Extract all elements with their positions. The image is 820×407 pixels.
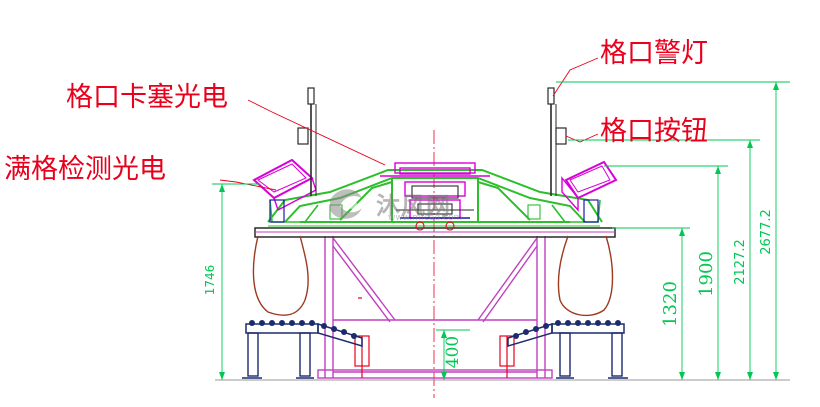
drive-mechanism [329,185,541,231]
label-jam-sensor: 格口卡塞光电 [66,82,228,113]
dim-full-sensor-height: 1746 [203,265,217,296]
label-full-sensor: 满格检测光电 [4,154,166,185]
dim-conveyor-height: 400 [443,336,463,368]
deck [254,225,616,238]
watermark-url: www.mfcad.com [388,213,463,223]
cross-belt-carrier [380,162,490,219]
collection-sacks [252,235,614,317]
left-warning-light [297,87,317,196]
label-warning-light: 格口警灯 [600,38,708,69]
label-button: 格口按钮 [600,116,708,147]
watermark-logo-icon [330,189,362,219]
dim-total-height: 2677.2 [759,209,774,255]
side-chutes [269,199,601,223]
right-conveyor [507,320,628,379]
dimension-lines [212,81,790,380]
dimension-arrows [219,82,779,380]
dim-deck-height: 1320 [660,281,681,327]
support-frame [317,236,553,379]
leader-lines [219,57,599,191]
left-conveyor [242,320,363,379]
dim-frame-top: 1900 [696,251,717,297]
left-bin [252,158,317,223]
floor-stands [354,297,515,378]
dim-button-height: 2127.2 [733,239,748,285]
right-bin [561,160,618,223]
watermark-brand: 沐风网 [376,192,451,220]
sorter-body [267,169,603,223]
